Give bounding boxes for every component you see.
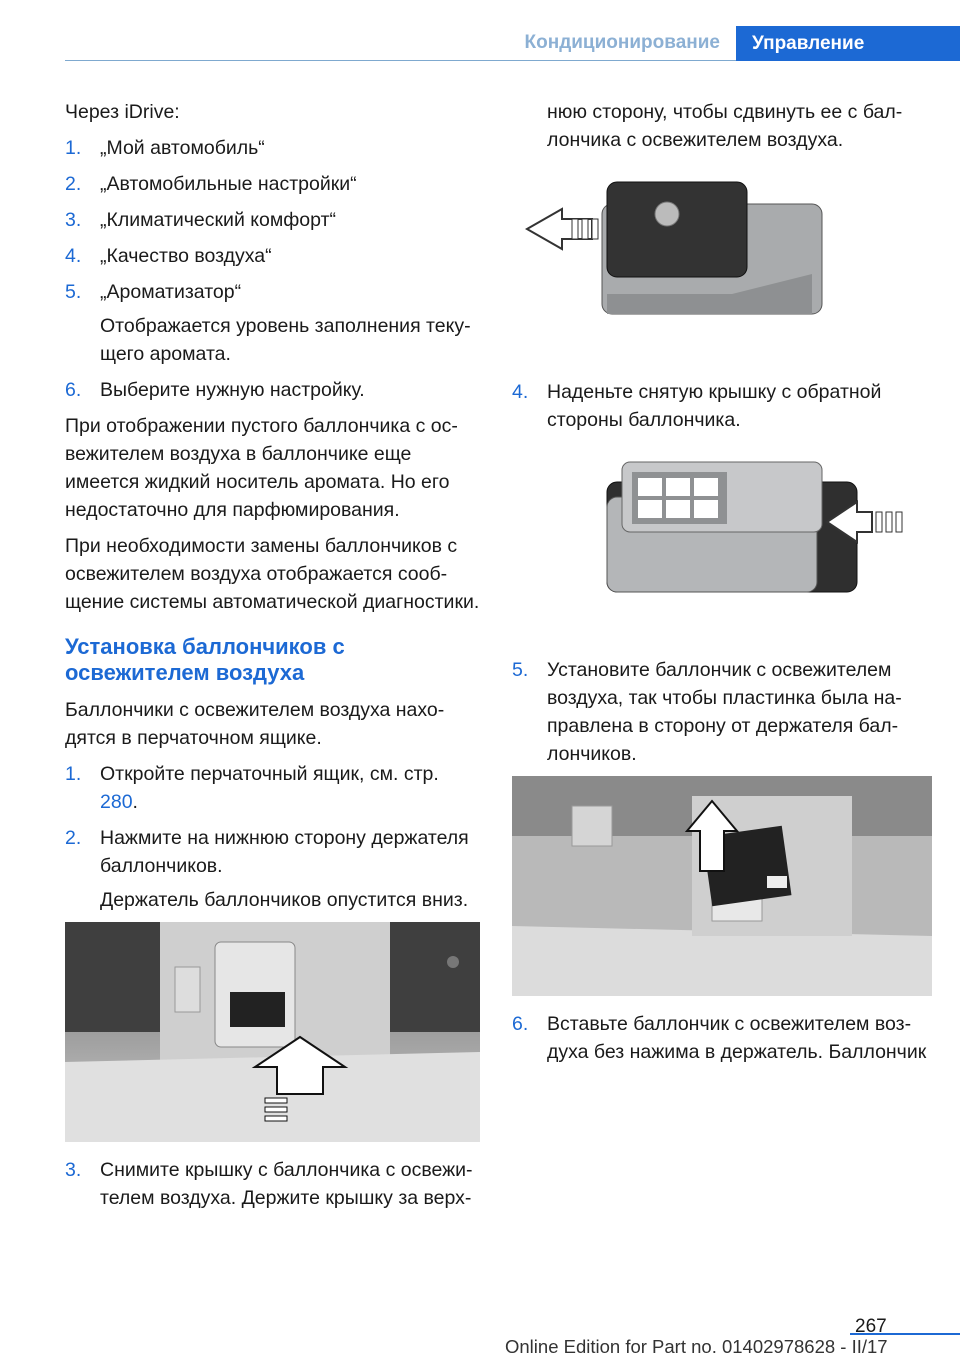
step-number: 3. bbox=[65, 209, 82, 231]
cap-attach-illustration bbox=[606, 461, 903, 593]
step-number: 5. bbox=[512, 659, 529, 681]
step-text: „Ароматизатор“ bbox=[100, 281, 242, 303]
page-number: 267 bbox=[855, 1316, 887, 1337]
step-text: Наденьте снятую крышку с обратной сторон… bbox=[547, 381, 882, 431]
list-item: 4. Наденьте снятую крышку с обратной стор… bbox=[512, 378, 932, 434]
header-chapter-tab[interactable]: Управление bbox=[736, 26, 960, 61]
step-text: „Качество воздуха“ bbox=[100, 245, 272, 267]
list-item: 6. Вставьте баллончик с освежителем воз- … bbox=[512, 1010, 932, 1066]
step-text: Установите баллончик с освежителем возду… bbox=[547, 659, 902, 765]
list-item: 2. Нажмите на нижнюю сторону держателя ба… bbox=[65, 824, 480, 880]
idrive-intro: Через iDrive: bbox=[65, 101, 180, 123]
right-column: нюю сторону, чтобы сдвинуть ее с бал- ло… bbox=[512, 98, 932, 1074]
paragraph: Баллончики с освежителем воздуха нахо- д… bbox=[65, 699, 445, 749]
list-item: 3. Снимите крышку с баллончика с освежи- … bbox=[65, 1156, 480, 1212]
list-item: 1. Откройте перчаточный ящик, см. стр. 2… bbox=[65, 760, 480, 816]
header-section-tab[interactable]: Кондиционирование bbox=[524, 32, 720, 53]
list-item: 3. „Климатический комфорт“ bbox=[65, 206, 480, 234]
step-text-end: . bbox=[132, 791, 138, 813]
step-text: Откройте перчаточный ящик, см. стр. 280. bbox=[100, 760, 480, 816]
list-item: 5. Установите баллончик с освежителем воз… bbox=[512, 656, 932, 768]
footer-rule bbox=[850, 1333, 960, 1335]
step-text: Вставьте баллончик с освежителем воз- ду… bbox=[547, 1013, 927, 1063]
step-note: Отображается уровень заполнения теку- ще… bbox=[100, 315, 471, 365]
continued-text: нюю сторону, чтобы сдвинуть ее с бал- ло… bbox=[547, 101, 903, 151]
glovebox-holder-photo bbox=[65, 922, 480, 1142]
canister-insert-photo bbox=[512, 776, 932, 996]
step-number: 6. bbox=[65, 379, 82, 401]
list-item: 2. „Автомобильные настройки“ bbox=[65, 170, 480, 198]
section-heading: Установка баллончиков с освежителем возд… bbox=[65, 634, 345, 685]
cap-removal-illustration bbox=[524, 181, 823, 315]
step-text: Нажмите на нижнюю сторону держателя балл… bbox=[100, 827, 469, 877]
paragraph: При отображении пустого баллончика с ос-… bbox=[65, 415, 458, 521]
step-number: 2. bbox=[65, 173, 82, 195]
list-item: 1. „Мой автомобиль“ bbox=[65, 134, 480, 162]
step-number: 1. bbox=[65, 763, 82, 785]
step-number: 5. bbox=[65, 281, 82, 303]
page-reference-link[interactable]: 280 bbox=[100, 791, 133, 813]
left-column: Через iDrive: 1. „Мой автомобиль“ 2. „Авто… bbox=[65, 98, 480, 1220]
paragraph: При необходимости замены баллончиков с о… bbox=[65, 535, 480, 613]
step-text: Снимите крышку с баллончика с освежи- те… bbox=[100, 1159, 473, 1209]
step-text: Выберите нужную настройку. bbox=[100, 379, 365, 401]
step-number: 6. bbox=[512, 1013, 529, 1035]
list-item: 6. Выберите нужную настройку. bbox=[65, 376, 480, 404]
edition-info: Online Edition for Part no. 01402978628 … bbox=[505, 1336, 888, 1357]
step-number: 2. bbox=[65, 827, 82, 849]
step-number: 1. bbox=[65, 137, 82, 159]
list-item: 5. „Ароматизатор“ bbox=[65, 278, 480, 306]
step-text: „Климатический комфорт“ bbox=[100, 209, 336, 231]
step-note: Держатель баллончиков опустится вниз. bbox=[100, 889, 469, 911]
step-number: 3. bbox=[65, 1159, 82, 1181]
step-number: 4. bbox=[512, 381, 529, 403]
step-text: „Мой автомобиль“ bbox=[100, 137, 265, 159]
list-item: 4. „Качество воздуха“ bbox=[65, 242, 480, 270]
header-rule bbox=[65, 60, 960, 61]
step-number: 4. bbox=[65, 245, 82, 267]
step-text-main: Откройте перчаточный ящик, см. стр. bbox=[100, 763, 439, 785]
step-text: „Автомобильные настройки“ bbox=[100, 173, 357, 195]
